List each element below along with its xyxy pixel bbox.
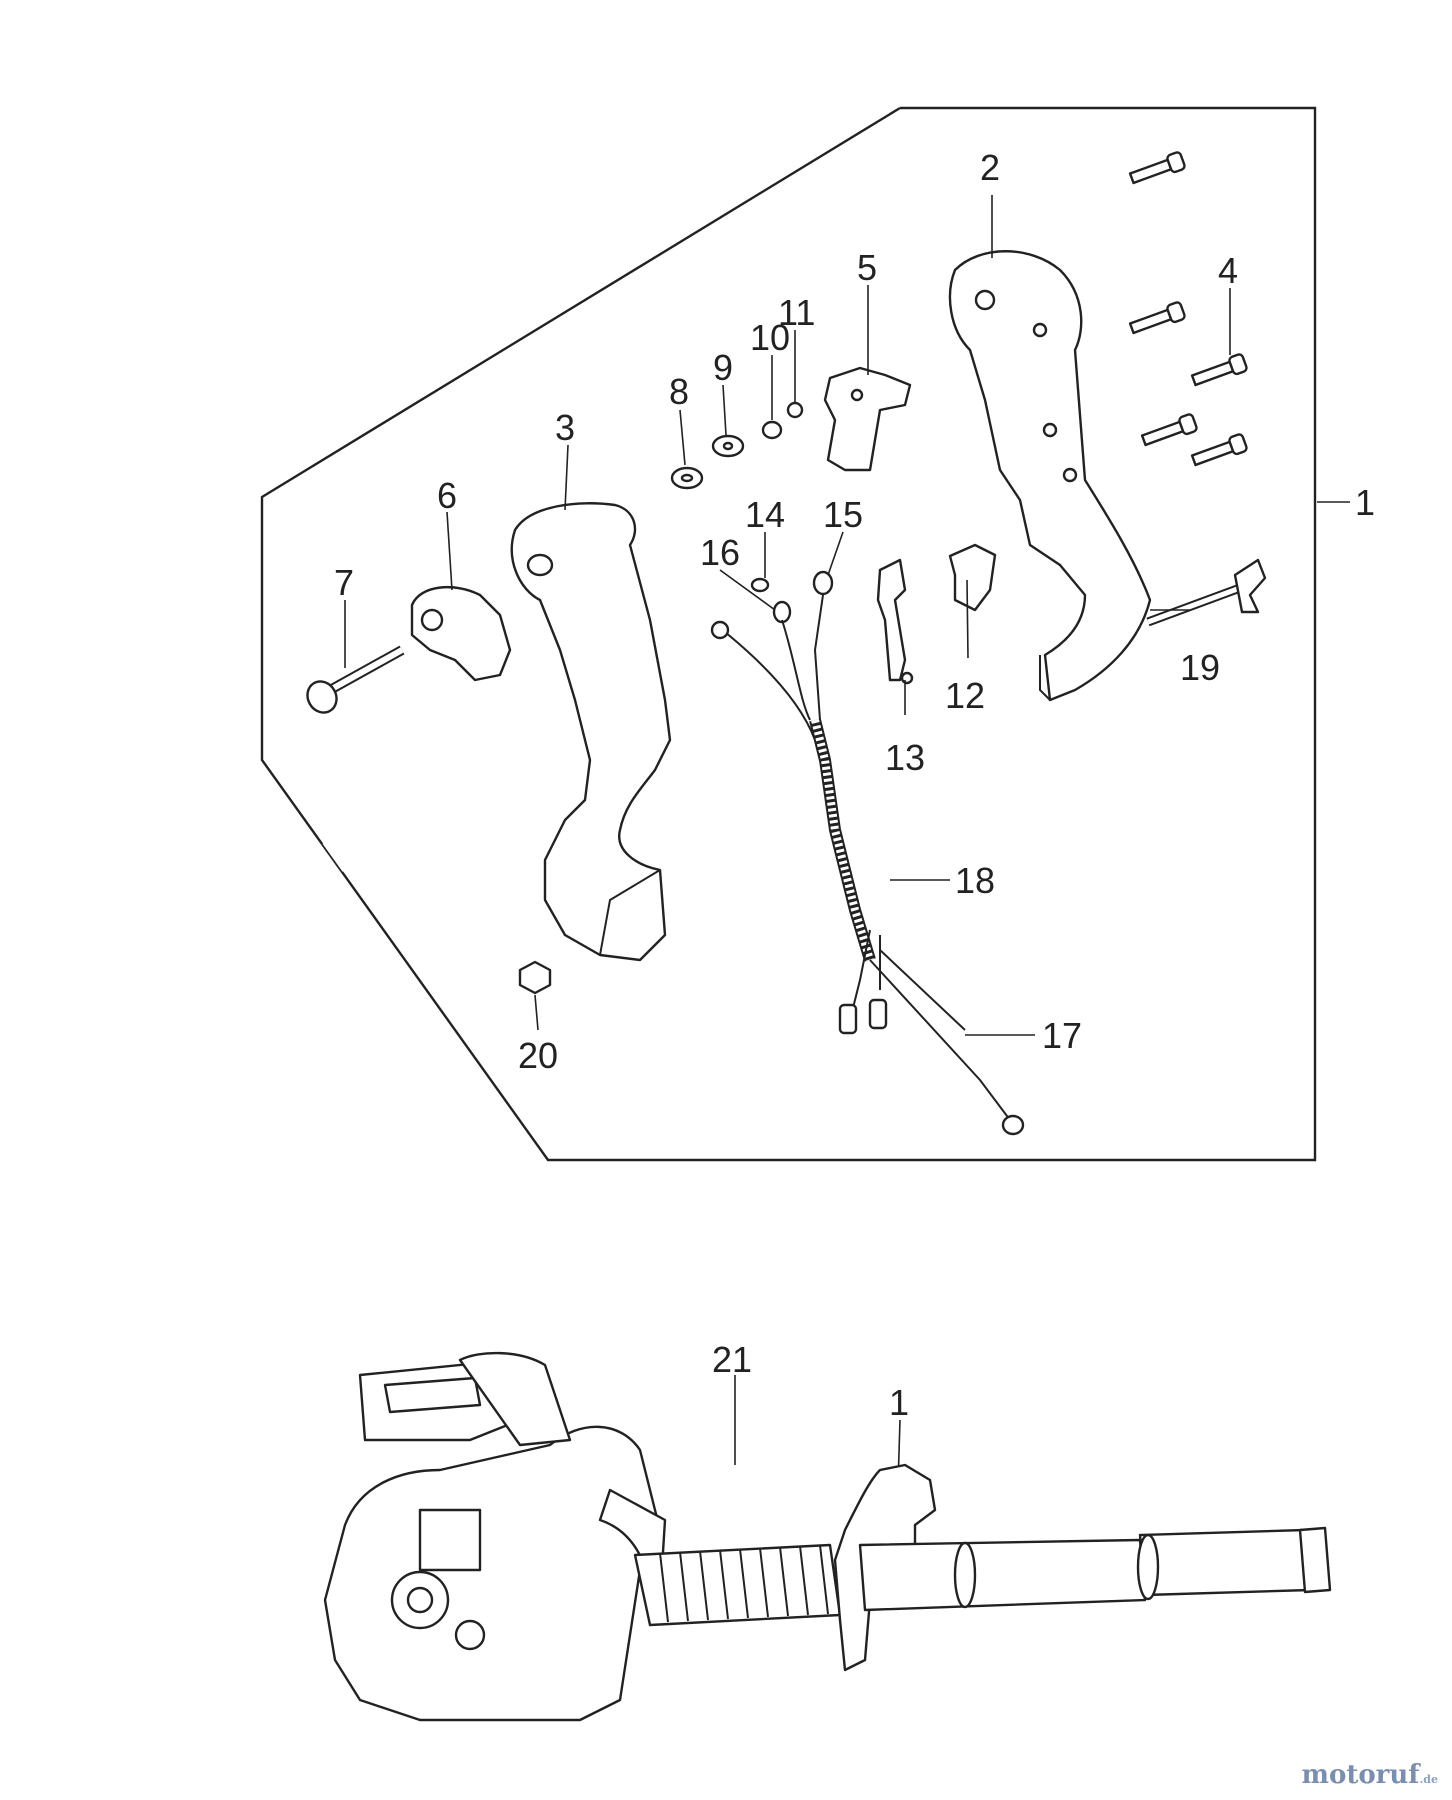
handle-left-end — [599, 869, 661, 956]
callout-6: 6 — [437, 475, 457, 516]
wire-harness — [710, 594, 1025, 1136]
pulley-hub — [406, 1586, 434, 1614]
callout-4: 4 — [1218, 250, 1238, 291]
callout-18: 18 — [955, 860, 995, 901]
clip-11 — [786, 401, 804, 419]
callout-16: 16 — [700, 532, 740, 573]
nut-20 — [518, 960, 552, 995]
callout-1-overview: 1 — [889, 1382, 909, 1423]
cap-hole — [420, 608, 444, 632]
callout-19: 19 — [1180, 647, 1220, 688]
screw-14 — [750, 577, 770, 593]
callout-3: 3 — [555, 407, 575, 448]
flex-hose — [633, 1543, 842, 1627]
tank-window — [383, 1376, 482, 1414]
handle-right-hole — [1042, 422, 1058, 438]
blower-knob — [454, 1619, 486, 1651]
trigger-pivot — [850, 388, 864, 402]
handle-half-left — [510, 502, 672, 962]
hose-ribs — [659, 1544, 829, 1623]
washer-8-hole — [680, 473, 694, 483]
screw-group — [1128, 151, 1248, 467]
callout-labels: 1 2 3 4 5 6 7 8 9 10 11 12 13 14 15 16 1… — [334, 147, 1375, 1423]
blower-overview — [323, 1351, 1332, 1722]
callout-13: 13 — [885, 737, 925, 778]
frame-gap — [322, 840, 348, 872]
callout-21: 21 — [712, 1339, 752, 1380]
callout-1: 1 — [1355, 482, 1375, 523]
handle-right-hole — [974, 289, 996, 311]
handle-right-end — [1039, 655, 1051, 701]
blower-fan-housing — [458, 1351, 572, 1447]
switch-terminal — [900, 671, 914, 685]
callout-17: 17 — [1042, 1015, 1082, 1056]
callout-8: 8 — [669, 371, 689, 412]
callout-20: 20 — [518, 1035, 558, 1076]
blower-nozzle — [1298, 1526, 1332, 1594]
leader-lines — [344, 195, 1350, 1486]
callout-14: 14 — [745, 494, 785, 535]
blower-handle — [833, 1463, 937, 1672]
terminal-16 — [772, 600, 792, 624]
assembly-frame — [260, 106, 1317, 1162]
switch-cover-12 — [948, 543, 997, 612]
callout-5: 5 — [857, 247, 877, 288]
callout-11: 11 — [778, 292, 815, 333]
callout-7: 7 — [334, 562, 354, 603]
tube-joint — [1136, 1533, 1160, 1601]
blower-tube-2 — [1138, 1528, 1312, 1597]
callout-12: 12 — [945, 675, 985, 716]
watermark-ext: .de — [1419, 1773, 1438, 1786]
callout-2: 2 — [980, 147, 1000, 188]
watermark-logo: motoruf.de — [1301, 1760, 1438, 1790]
handle-left-hole — [526, 553, 554, 577]
handle-cap — [410, 585, 512, 682]
callout-10: 10 — [750, 317, 790, 358]
bolt-7 — [306, 645, 405, 714]
nut-10 — [761, 420, 783, 440]
throttle-trigger — [823, 366, 912, 472]
terminal-15 — [812, 570, 834, 596]
blower-tube-1 — [858, 1538, 1147, 1612]
blower-carburetor — [418, 1508, 482, 1572]
callout-9: 9 — [713, 347, 733, 388]
thumb-screw — [1146, 558, 1267, 627]
blower-engine — [323, 1425, 662, 1722]
handle-right-hole — [1032, 322, 1048, 338]
handle-half-right — [948, 250, 1152, 702]
watermark-text: motoruf — [1301, 1760, 1420, 1790]
stop-switch-13 — [876, 558, 907, 682]
handle-right-hole — [1062, 467, 1078, 483]
washer-9-hole — [722, 441, 734, 451]
tube-joint — [953, 1541, 977, 1609]
callout-15: 15 — [823, 494, 863, 535]
